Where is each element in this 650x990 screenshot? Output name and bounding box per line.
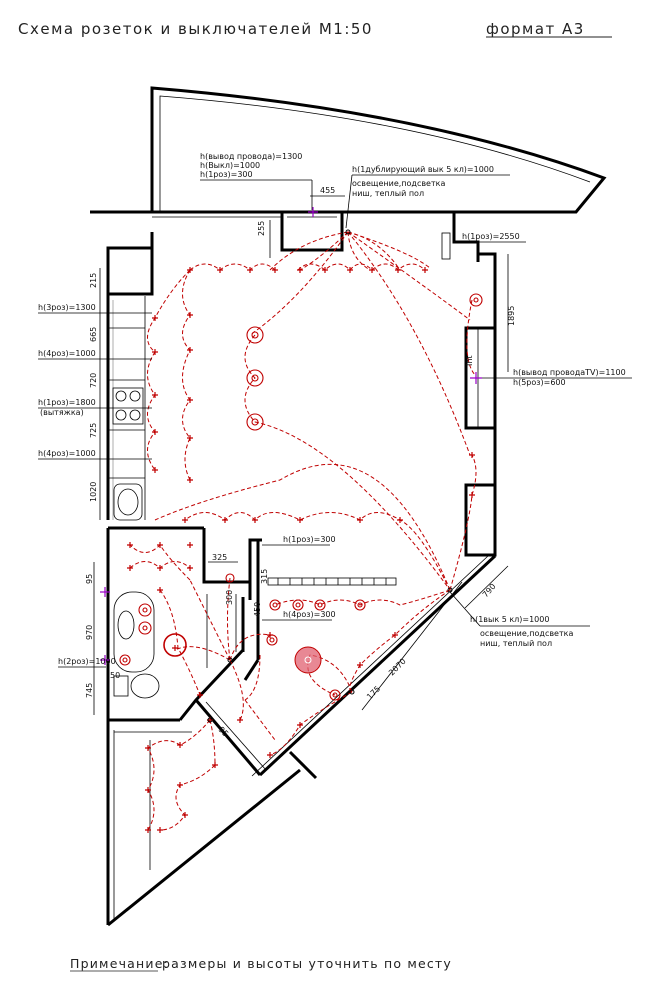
svg-text:455: 455 — [320, 186, 335, 195]
svg-text:h(1роз)=300: h(1роз)=300 — [283, 535, 336, 544]
svg-text:665: 665 — [89, 327, 98, 342]
svg-text:освещение,подсветка: освещение,подсветка — [352, 179, 445, 188]
svg-text:h(5роз)=600: h(5роз)=600 — [513, 378, 566, 387]
svg-text:h(1дублирующий вык 5 кл)=1000: h(1дублирующий вык 5 кл)=1000 — [352, 165, 494, 174]
svg-text:255: 255 — [257, 221, 266, 236]
svg-text:215: 215 — [89, 273, 98, 288]
svg-text:h(1роз)=2550: h(1роз)=2550 — [462, 232, 520, 241]
walls — [90, 86, 607, 927]
svg-text:ниш, теплый пол: ниш, теплый пол — [480, 639, 552, 648]
svg-text:h(Выкл)=1000: h(Выкл)=1000 — [200, 161, 260, 170]
svg-text:720: 720 — [89, 373, 98, 388]
svg-text:(вытяжка): (вытяжка) — [40, 408, 84, 417]
svg-text:2070: 2070 — [387, 657, 408, 678]
callout-center: h(1роз)=300 h(4роз)=300 — [262, 535, 336, 621]
svg-text:50: 50 — [110, 671, 120, 680]
svg-text:h(вывод проводаTV)=1100: h(вывод проводаTV)=1100 — [513, 368, 626, 377]
dimensions: 455 255 1895 215 665 720 725 1020 95 970… — [85, 186, 516, 739]
svg-text:300: 300 — [225, 590, 234, 605]
svg-text:h(1роз)=1800: h(1роз)=1800 — [38, 398, 96, 407]
note-text: размеры и высоты уточнить по месту — [162, 956, 452, 971]
socket-points — [100, 207, 483, 833]
svg-text:h(3роз)=1300: h(3роз)=1300 — [38, 303, 96, 312]
svg-text:970: 970 — [85, 625, 94, 640]
format-label: формат А3 — [486, 20, 585, 38]
svg-text:1020: 1020 — [89, 482, 98, 502]
svg-text:745: 745 — [85, 683, 94, 698]
svg-text:315: 315 — [260, 569, 269, 584]
callout-top-left: h(вывод провода)=1300 h(Выкл)=1000 h(1ро… — [200, 152, 313, 210]
svg-text:h(вывод провода)=1300: h(вывод провода)=1300 — [200, 152, 302, 161]
callout-right-bottom: h(1вык 5 кл)=1000 освещение,подсветка ни… — [449, 591, 590, 648]
svg-text:725: 725 — [89, 423, 98, 438]
svg-text:h(2роз)=1000: h(2роз)=1000 — [58, 657, 116, 666]
callout-left: h(3роз)=1300 h(4роз)=1000 h(1роз)=1800 (… — [38, 303, 152, 668]
svg-text:ниш, теплый пол: ниш, теплый пол — [352, 189, 424, 198]
svg-text:1895: 1895 — [507, 306, 516, 326]
tv-symbol: Int — [465, 355, 474, 366]
note-label: Примечание: — [70, 956, 169, 971]
svg-text:450: 450 — [253, 602, 262, 617]
callout-right-tv: h(вывод проводаTV)=1100 h(5роз)=600 — [482, 368, 632, 387]
callout-top-right: h(1дублирующий вык 5 кл)=1000 освещение,… — [345, 165, 510, 229]
svg-text:h(1вык 5 кл)=1000: h(1вык 5 кл)=1000 — [470, 615, 549, 624]
svg-text:h(4роз)=300: h(4роз)=300 — [283, 610, 336, 619]
svg-text:790: 790 — [481, 582, 498, 599]
drawing-title: Схема розеток и выключателей М1:50 — [18, 20, 373, 38]
svg-text:освещение,подсветка: освещение,подсветка — [480, 629, 573, 638]
svg-text:h(4роз)=1000: h(4роз)=1000 — [38, 449, 96, 458]
svg-text:h(1роз)=300: h(1роз)=300 — [200, 170, 253, 179]
svg-text:95: 95 — [85, 574, 94, 584]
wiring — [129, 231, 477, 831]
svg-text:325: 325 — [212, 553, 227, 562]
callout-right-top: h(1роз)=2550 — [460, 232, 526, 243]
svg-text:h(4роз)=1000: h(4роз)=1000 — [38, 349, 96, 358]
